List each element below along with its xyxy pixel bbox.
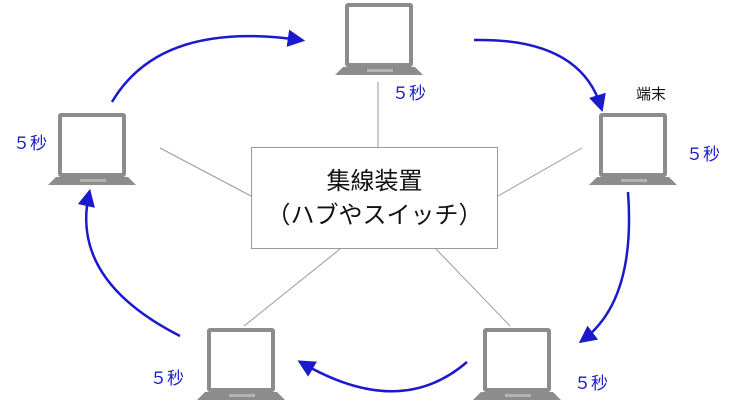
interval-label-right: ５秒 [686,145,720,165]
hub-box: 集線装置 （ハブやスイッチ） [251,147,498,249]
connection-line-right [497,147,583,197]
arrow-left-to-top [110,29,306,103]
interval-label-bottom-left: ５秒 [150,369,184,389]
connection-line-bottom-left [243,248,341,327]
interval-label-top: ５秒 [392,84,426,104]
connection-line-left [159,147,252,197]
interval-label-left: ５秒 [13,134,47,154]
hub-title: 集線装置 [326,167,423,195]
laptop-icon-right [589,113,677,185]
rotation-arrows [77,29,631,393]
arrow-bottom-left-to-left [77,188,181,338]
arrow-top-to-right [473,38,606,113]
hub-connections [159,82,583,327]
laptop-icon-bottom-right [473,328,561,400]
laptop-icon-top [335,3,423,75]
connection-line-bottom-right [435,248,511,327]
terminal-label: 端末 [636,85,667,103]
interval-label-bottom-right: ５秒 [574,374,608,394]
laptop-icon-bottom-left [197,328,285,400]
arrow-bottom-right-to-bottom-left [297,360,468,393]
arrow-right-to-bottom-right [578,191,631,344]
hub-subtitle: （ハブやスイッチ） [266,201,483,229]
laptop-icon-left [48,113,136,185]
